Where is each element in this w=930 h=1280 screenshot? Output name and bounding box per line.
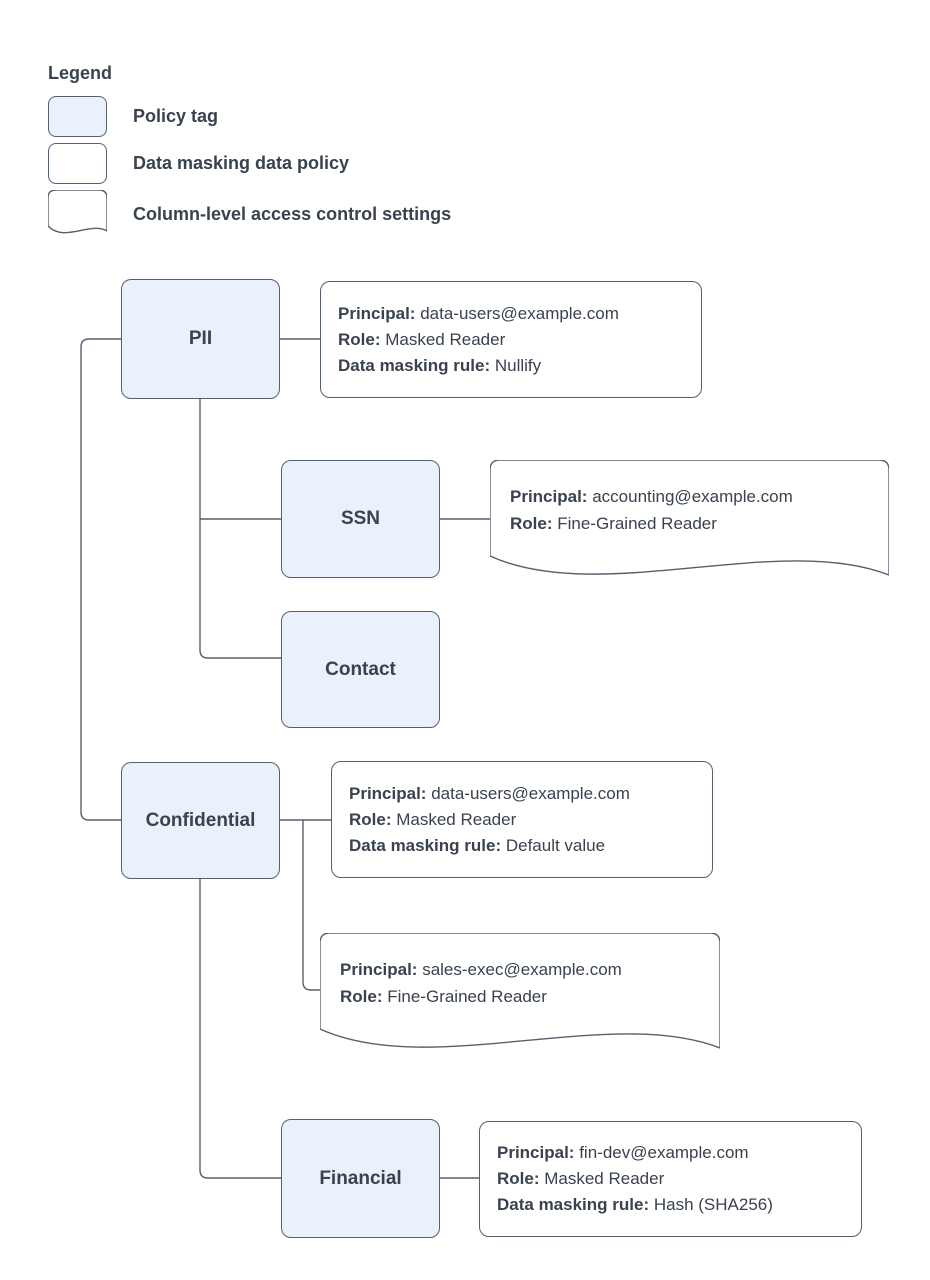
connector-confidential-financial — [199, 879, 281, 1179]
access-settings-card-confidential: Principal: sales-exec@example.com Role: … — [320, 933, 720, 1061]
data-policy-card-confidential: Principal: data-users@example.com Role: … — [331, 761, 713, 878]
principal-line: Principal: fin-dev@example.com — [497, 1143, 749, 1162]
role-line: Role: Masked Reader — [338, 329, 506, 349]
legend-item-data-policy: Data masking data policy — [48, 143, 349, 184]
connector-trunk-pii-confidential — [80, 338, 121, 821]
document-shape — [490, 460, 889, 576]
masking-rule-line: Data masking rule: Nullify — [338, 355, 542, 375]
role-line: Role: Masked Reader — [349, 809, 517, 829]
legend-item-policy-tag: Policy tag — [48, 96, 218, 137]
principal-line: Principal: data-users@example.com — [349, 783, 630, 803]
masking-rule-line: Data masking rule: Hash (SHA256) — [497, 1195, 773, 1214]
data-policy-swatch — [48, 143, 107, 184]
connector-pii-children — [199, 399, 281, 659]
legend-item-label: Column-level access control settings — [133, 203, 452, 224]
data-policy-card-pii: Principal: data-users@example.com Role: … — [320, 281, 702, 398]
legend-item-access-settings: Column-level access control settings — [48, 190, 451, 238]
access-settings-card-ssn: Principal: accounting@example.com Role: … — [490, 460, 889, 588]
policy-tag-contact: Contact — [281, 611, 440, 728]
document-shape — [320, 933, 720, 1049]
role-line: Role: Fine-Grained Reader — [510, 514, 717, 533]
policy-tag-confidential: Confidential — [121, 762, 280, 879]
legend-item-label: Policy tag — [133, 106, 219, 126]
connector-confidential-access — [302, 820, 320, 991]
role-line: Role: Fine-Grained Reader — [340, 987, 547, 1006]
principal-line: Principal: accounting@example.com — [510, 487, 793, 506]
policy-tag-pii: PII — [121, 279, 280, 399]
data-policy-card-financial: Principal: fin-dev@example.com Role: Mas… — [479, 1121, 862, 1237]
masking-rule-line: Data masking rule: Default value — [349, 835, 606, 855]
policy-tag-ssn: SSN — [281, 460, 440, 578]
legend-item-label: Data masking data policy — [133, 153, 350, 173]
role-line: Role: Masked Reader — [497, 1169, 665, 1188]
document-swatch — [48, 190, 107, 234]
principal-line: Principal: sales-exec@example.com — [340, 960, 622, 979]
policy-tag-financial: Financial — [281, 1119, 440, 1238]
principal-line: Principal: data-users@example.com — [338, 303, 619, 323]
policy-tag-swatch — [48, 96, 107, 137]
legend-title: Legend — [48, 63, 113, 83]
